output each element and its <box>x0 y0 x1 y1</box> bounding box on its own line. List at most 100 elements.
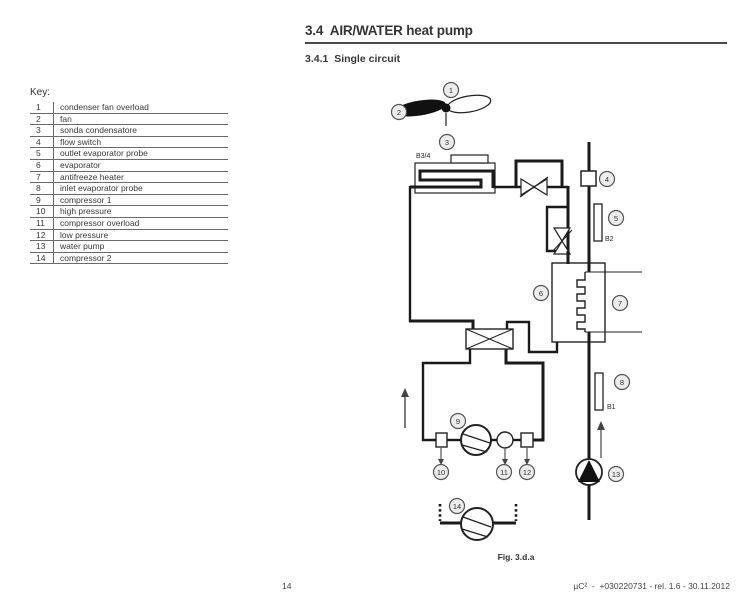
key-row-number: 6 <box>30 159 54 172</box>
key-row-label: flow switch <box>53 136 228 149</box>
document-reference: µC² - +030220731 - rel. 1.6 - 30.11.2012 <box>573 581 730 591</box>
callout-number: 5 <box>614 214 618 223</box>
callout-14: 14 <box>448 497 466 515</box>
key-row-label: outlet evaporator probe <box>53 147 228 160</box>
valve-slash <box>551 229 573 253</box>
callout-number: 7 <box>618 299 622 308</box>
callout-11: 11 <box>495 463 513 481</box>
section-title-rule <box>305 42 727 44</box>
callout-4: 4 <box>598 170 616 188</box>
compressor-body <box>460 424 492 456</box>
key-row-label: compressor 2 <box>53 252 228 265</box>
condenser-coil <box>410 154 496 194</box>
antifreeze-heater-element <box>576 272 586 332</box>
label-b34: B3/4 <box>416 153 431 160</box>
fan-blade-left <box>394 99 446 117</box>
valve-body <box>532 177 548 197</box>
callout-3: 3 <box>438 133 456 151</box>
callout-8: 8 <box>613 373 631 391</box>
key-row-number: 1 <box>30 102 54 114</box>
callout-9: 9 <box>449 412 467 430</box>
page-number: 14 <box>282 581 292 591</box>
key-row-number: 9 <box>30 194 54 207</box>
fan-icon <box>394 94 492 126</box>
pipe-segment <box>409 319 475 330</box>
key-row-number: 10 <box>30 205 54 218</box>
evaporator-body <box>551 262 606 343</box>
low-pressure-switch-icon <box>520 432 534 448</box>
key-row-number: 5 <box>30 147 54 160</box>
compressor-hatch <box>461 433 491 453</box>
up-arrowhead <box>401 388 409 397</box>
valve-slash <box>519 176 549 198</box>
pipe-segment <box>421 349 472 442</box>
flow-switch-icon <box>580 170 597 187</box>
callout-number: 3 <box>445 138 449 147</box>
key-row-label: antifreeze heater <box>53 171 228 184</box>
key-row-number: 4 <box>30 136 54 149</box>
key-row-label: inlet evaporator probe <box>53 182 228 195</box>
key-row-label: water pump <box>53 240 228 253</box>
key-row-label: evaporator <box>53 159 228 172</box>
callout-12: 12 <box>518 463 536 481</box>
down-arrowhead <box>524 459 530 465</box>
flow-arrows <box>401 388 605 465</box>
up-arrowhead <box>597 421 605 430</box>
callout-number: 9 <box>456 417 460 426</box>
check-valve-icon <box>551 227 573 255</box>
key-row-number: 12 <box>30 229 54 242</box>
water-pump-icon <box>575 458 603 486</box>
evaporator <box>551 251 642 343</box>
outlet-probe-icon <box>593 203 603 242</box>
compressor-body <box>460 507 494 541</box>
heat-pump-diagram: B3/4 B2 B1 1 2 3 4 5 6 7 8 9 10 11 12 13… <box>390 81 642 562</box>
key-row-label: compressor 1 <box>53 194 228 207</box>
callout-10: 10 <box>432 463 450 481</box>
callout-number: 12 <box>523 468 531 477</box>
compressor1-icon <box>460 424 492 456</box>
label-b2: B2 <box>605 236 614 243</box>
callout-number: 6 <box>539 289 543 298</box>
callout-7: 7 <box>611 294 629 312</box>
callout-13: 13 <box>607 465 625 483</box>
key-row-number: 14 <box>30 252 54 265</box>
coil-serpentine <box>410 169 495 189</box>
key-row-label: compressor overload <box>53 217 228 230</box>
key-row-label: condenser fan overload <box>53 102 228 114</box>
callout-number: 11 <box>500 468 508 477</box>
high-pressure-switch-icon <box>435 432 448 448</box>
down-arrowhead <box>438 459 444 465</box>
callout-number: 14 <box>453 502 461 511</box>
subsection-title: 3.4.1 Single circuit <box>305 53 401 65</box>
heat-exchanger-cross <box>465 328 514 350</box>
callout-6: 6 <box>532 284 550 302</box>
down-arrowhead <box>502 459 508 465</box>
valve-body <box>520 177 536 197</box>
key-row-label: fan <box>53 113 228 126</box>
callout-2: 2 <box>390 103 408 121</box>
key-title: Key: <box>30 87 51 98</box>
callout-5: 5 <box>607 209 625 227</box>
section-title: 3.4 AIR/WATER heat pump <box>305 23 473 38</box>
valve-body <box>552 239 572 255</box>
compressor-hatch <box>461 516 492 538</box>
pipe-segment <box>505 320 559 354</box>
pipe-segment <box>566 251 591 342</box>
expansion-valve-icon <box>519 176 549 198</box>
coil-tab <box>450 154 489 164</box>
callout-number: 13 <box>612 470 620 479</box>
callout-1: 1 <box>442 81 460 99</box>
callout-number: 4 <box>605 175 609 184</box>
